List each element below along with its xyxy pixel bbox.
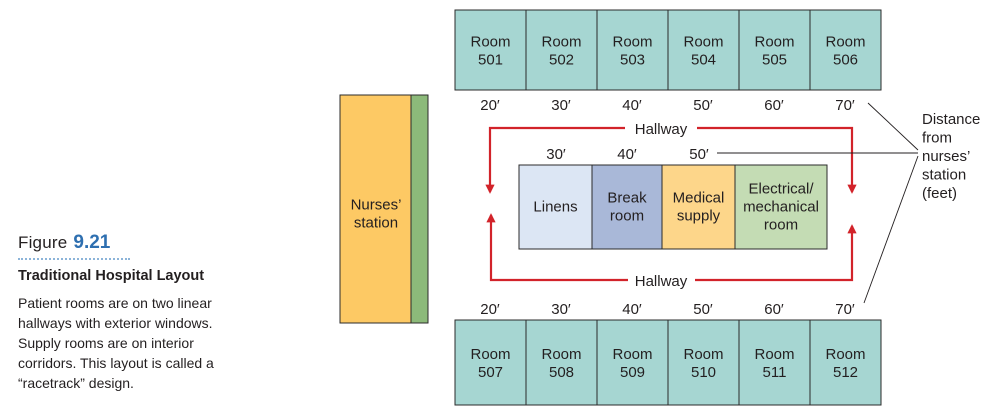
distance-label: 60′	[764, 97, 784, 114]
room-label: Room	[612, 33, 652, 50]
supply-room-block: LinensBreakroomMedicalsupplyElectrical/m…	[518, 164, 828, 250]
caption-line: Supply rooms are on interior	[18, 335, 194, 351]
room-label: 505	[762, 51, 787, 68]
distance-note-line: (feet)	[922, 185, 957, 202]
supply-room-label: mechanical	[743, 198, 819, 215]
distance-label: 40′	[622, 301, 642, 318]
distance-label: 40′	[617, 146, 637, 163]
supply-room	[661, 164, 736, 250]
figure-title: Traditional Hospital Layout	[18, 268, 205, 284]
hallway-arrow	[697, 126, 857, 194]
supply-room	[518, 164, 593, 250]
supply-room-label: Electrical/	[748, 180, 814, 197]
distance-label: 50′	[689, 146, 709, 163]
patient-room	[738, 9, 811, 91]
hallway-arrow	[695, 224, 857, 282]
caption-line: “racetrack” design.	[18, 375, 134, 391]
distance-labels: 20′ 30′ 40′ 50′ 60′ 70′ 20′ 30′ 40′ 50′ 60′ 70′ 30′ 4…	[480, 97, 855, 318]
distance-label: 60′	[764, 301, 784, 318]
supply-room-label: room	[764, 216, 798, 233]
distance-label: 20′	[480, 301, 500, 318]
distance-note-line: nurses’	[922, 148, 970, 165]
patient-room	[596, 9, 669, 91]
patient-room	[738, 319, 811, 406]
patient-room	[454, 9, 527, 91]
nurses-station-strip	[410, 94, 429, 324]
supply-room-label: room	[610, 207, 644, 224]
patient-room	[809, 9, 882, 91]
room-label: 501	[478, 51, 503, 68]
caption-line: hallways with exterior windows.	[18, 315, 213, 331]
room-label: Room	[541, 346, 581, 363]
distance-label: 30′	[551, 301, 571, 318]
patient-room	[596, 319, 669, 406]
top-room-row: Room501Room502Room503Room504Room505Room5…	[454, 9, 882, 91]
room-label: 510	[691, 364, 716, 381]
nurses-station-label: Nurses’	[351, 196, 402, 213]
room-label: Room	[754, 346, 794, 363]
room-label: Room	[754, 33, 794, 50]
hallway-arrow	[486, 213, 628, 282]
figure-caption: Patient rooms are on two linear hallways…	[18, 293, 223, 393]
caption-line: corridors. This layout is called a	[18, 355, 214, 371]
hallway-label: Hallway	[635, 121, 688, 138]
leader-line	[863, 155, 919, 304]
figure-label: Figure	[18, 233, 68, 252]
distance-label: 30′	[546, 146, 566, 163]
room-label: Room	[683, 33, 723, 50]
bottom-room-row: Room507Room508Room509Room510Room511Room5…	[454, 319, 882, 406]
room-label: Room	[825, 33, 865, 50]
patient-room	[525, 9, 598, 91]
distance-label: 20′	[480, 97, 500, 114]
figure-heading: Figure 9.21	[18, 232, 223, 254]
room-label: 507	[478, 364, 503, 381]
room-label: 502	[549, 51, 574, 68]
patient-room	[454, 319, 527, 406]
figure-number: 9.21	[73, 232, 111, 253]
distance-label: 50′	[693, 301, 713, 318]
room-label: 508	[549, 364, 574, 381]
distance-note-line: Distance	[922, 111, 980, 128]
supply-room-label: Break	[607, 189, 647, 206]
nurses-station-box	[339, 94, 412, 324]
room-label: 512	[833, 364, 858, 381]
leader-line	[867, 102, 919, 151]
figure-divider	[18, 258, 130, 260]
hallway-label: Hallway	[635, 273, 688, 290]
distance-note-line: from	[922, 130, 952, 147]
hallway-arrow	[485, 126, 625, 194]
room-label: 503	[620, 51, 645, 68]
supply-room	[734, 164, 828, 250]
room-label: 511	[763, 364, 787, 381]
supply-room-label: supply	[677, 207, 721, 224]
room-label: 509	[620, 364, 645, 381]
distance-label: 70′	[835, 97, 855, 114]
patient-room	[525, 319, 598, 406]
distance-label: 70′	[835, 301, 855, 318]
patient-room	[809, 319, 882, 406]
room-label: Room	[683, 346, 723, 363]
supply-room	[591, 164, 663, 250]
room-label: Room	[612, 346, 652, 363]
room-label: Room	[541, 33, 581, 50]
supply-room-label: Medical	[673, 189, 725, 206]
supply-room-label: Linens	[533, 198, 577, 215]
distance-note-line: station	[922, 167, 966, 184]
distance-label: 40′	[622, 97, 642, 114]
nurses-station-label: station	[354, 214, 398, 231]
room-label: Room	[825, 346, 865, 363]
caption-line: Patient rooms are on two linear	[18, 295, 212, 311]
nurses-station: Nurses’station	[339, 94, 429, 324]
figure-sidebar: Figure 9.21 Traditional Hospital Layout P…	[18, 232, 223, 393]
room-label: 506	[833, 51, 858, 68]
patient-room	[667, 9, 740, 91]
room-label: 504	[691, 51, 716, 68]
room-label: Room	[470, 346, 510, 363]
distance-label: 50′	[693, 97, 713, 114]
room-label: Room	[470, 33, 510, 50]
distance-label: 30′	[551, 97, 571, 114]
